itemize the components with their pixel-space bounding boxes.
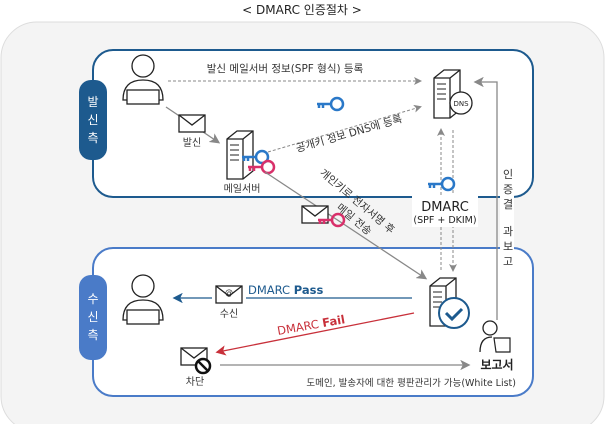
diagram-title: < DMARC 인증절차 >: [242, 3, 362, 17]
svg-text:인: 인: [503, 168, 513, 181]
dmarc-pass-label: DMARC Pass: [248, 283, 323, 297]
svg-text:결: 결: [503, 198, 513, 211]
mail-server-label: 메일서버: [224, 183, 261, 195]
sender-tab-3: 측: [87, 131, 98, 145]
svg-text:고: 고: [503, 255, 513, 268]
envelope-icon: [178, 114, 206, 133]
block-label: 차단: [186, 376, 204, 388]
svg-text:증: 증: [503, 183, 513, 196]
svg-text:보: 보: [503, 240, 513, 253]
register-spf-label: 발신 메일서버 정보(SPF 형식) 등록: [207, 62, 364, 75]
report-person-icon: [479, 320, 511, 353]
sender-tab-2: 신: [87, 113, 98, 127]
check-icon: [438, 297, 470, 329]
at-icon: @: [225, 288, 233, 297]
dns-label: DNS: [453, 100, 469, 108]
mail-server-icon: [226, 130, 254, 180]
receiver-tab-2: 신: [87, 310, 98, 324]
dns-globe-icon: [449, 91, 473, 115]
sender-tab: [79, 80, 107, 160]
svg-text:과: 과: [503, 225, 513, 238]
send-label: 발신: [183, 137, 201, 149]
dmarc-sub-label: (SPF + DKIM): [413, 215, 476, 226]
receive-label: 수신: [220, 308, 238, 320]
receiver-tab: [79, 275, 107, 360]
sender-tab-1: 발: [87, 95, 98, 109]
dmarc-label: DMARC: [421, 200, 469, 215]
receiver-tab-1: 수: [87, 292, 98, 306]
report-description: 도메인, 발송자에 대한 평판관리가 가능(White List): [306, 378, 516, 389]
report-vertical-label: 인 증 결 과 보 고: [503, 168, 513, 268]
report-label: 보고서: [480, 357, 513, 372]
receiver-tab-3: 측: [87, 328, 98, 342]
